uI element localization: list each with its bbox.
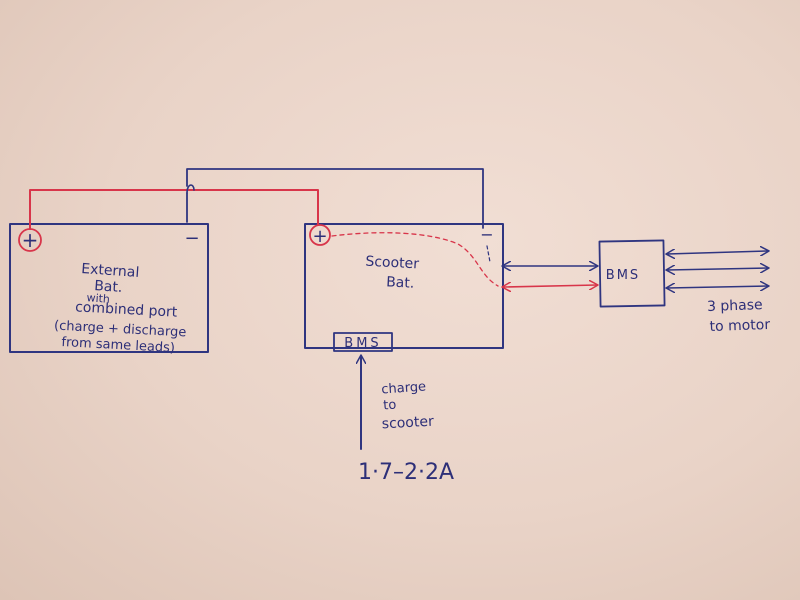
charge-current-label: 1·7–2·2A [358, 460, 454, 485]
top-wiring [29, 168, 484, 230]
scooter-battery-minus-sign: − [480, 225, 493, 244]
red-positive-wire [29, 189, 319, 230]
phase-arrow-3 [667, 286, 768, 288]
controller-bms-label: BMS [606, 268, 640, 283]
external-battery-label-line6: from same leads) [61, 335, 175, 356]
motor-note-line1: 3 phase [707, 297, 763, 315]
blue-negative-wire-top [186, 168, 484, 229]
scooter-internal-minus-dashed-wire [486, 245, 491, 263]
phase-arrow-1 [667, 251, 768, 254]
charge-note-line3: scooter [381, 414, 434, 433]
phase-arrow-2 [667, 268, 768, 270]
external-battery-label-line5: (charge + discharge [54, 319, 187, 341]
external-battery-label-line2: Bat. [94, 278, 123, 296]
scooter-bms-box [333, 332, 393, 352]
scooter-internal-dashed-wire [331, 232, 499, 287]
three-phase-outputs: 3 phase to motor [667, 251, 771, 335]
external-battery-label-line1: External [81, 261, 140, 281]
scooter-battery-label-line1: Scooter [365, 254, 420, 273]
scooter-bms-label: BMS [344, 336, 381, 351]
external-battery: + − External Bat. with combined port (ch… [9, 223, 209, 356]
scooter-battery-positive-terminal [309, 224, 331, 246]
battery-to-controller-wiring [503, 266, 597, 287]
scooter-battery-label-line2: Bat. [386, 274, 415, 291]
blue-negative-wire-hop [186, 184, 195, 194]
scooter-battery-plus-sign: + [312, 226, 327, 247]
controller-bms-box [598, 239, 666, 308]
charge-input: charge to scooter 1·7–2·2A [358, 356, 454, 485]
external-battery-minus-sign: − [184, 228, 199, 249]
charge-note-line1: charge [381, 379, 427, 397]
external-battery-label-line4: combined port [75, 299, 178, 320]
red-double-arrow [503, 285, 597, 287]
charge-note-line2: to [383, 398, 397, 414]
motor-note-line2: to motor [709, 317, 770, 335]
external-battery-box [9, 223, 209, 353]
controller-bms: BMS [598, 239, 666, 308]
scooter-battery: + − Scooter Bat. BMS [304, 223, 504, 352]
external-battery-label-line3: with [86, 291, 110, 306]
external-battery-plus-sign: + [22, 228, 39, 252]
